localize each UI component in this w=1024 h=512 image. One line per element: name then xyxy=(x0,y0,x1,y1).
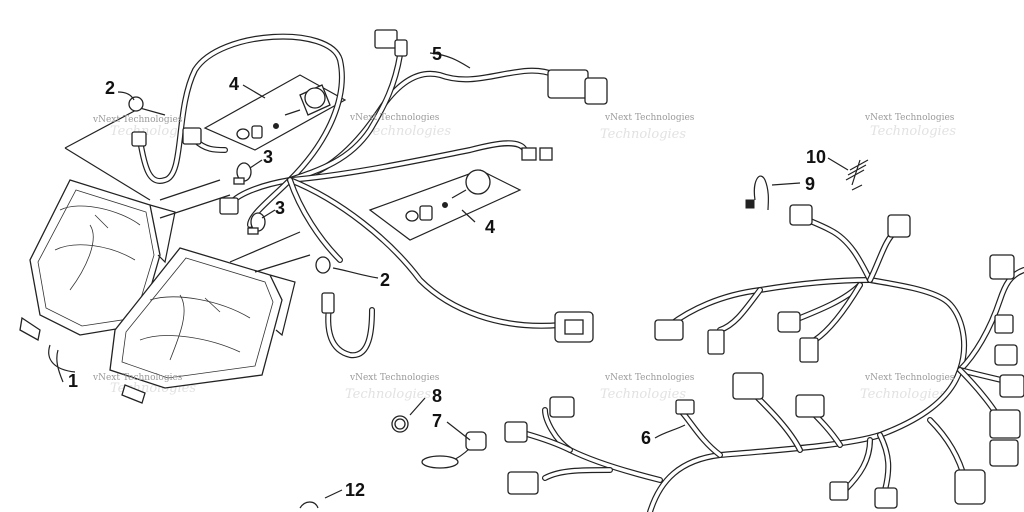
callout-3-lower: 3 xyxy=(275,198,285,218)
watermark-text: vNext Technologies xyxy=(604,113,695,123)
callout-5: 5 xyxy=(432,44,442,64)
watermark-shadow: Technologies xyxy=(345,387,431,402)
callout-labels: 1 2 2 3 3 4 4 5 6 7 8 9 10 12 xyxy=(68,44,826,500)
watermark-shadow: Technologies xyxy=(870,124,956,139)
part-7-boot xyxy=(421,431,487,469)
watermark-text: vNext Technologies xyxy=(864,113,955,123)
watermark-shadow: Technologies xyxy=(860,387,946,402)
main-harness xyxy=(504,204,1024,512)
callout-12: 12 xyxy=(345,480,365,500)
part-8-clip xyxy=(391,415,409,433)
callout-6: 6 xyxy=(641,428,651,448)
callout-2-lower: 2 xyxy=(380,270,390,290)
callout-4-upper: 4 xyxy=(229,74,239,94)
sockets xyxy=(128,96,331,274)
watermark-shadow: Technologies xyxy=(365,124,451,139)
watermark-text: vNext Technologies xyxy=(349,113,440,123)
part-12-clamp xyxy=(299,501,319,509)
callout-3-upper: 3 xyxy=(263,147,273,167)
callout-9: 9 xyxy=(805,174,815,194)
watermark-shadow: Technologies xyxy=(600,127,686,142)
watermarks: vNext Technologies vNext Technologies vN… xyxy=(92,113,955,383)
assembly-guides xyxy=(48,74,522,373)
callout-1: 1 xyxy=(68,371,78,391)
headlight-left xyxy=(19,179,176,342)
callout-8: 8 xyxy=(432,386,442,406)
part-10-spring xyxy=(845,159,869,191)
bulbs xyxy=(233,162,266,235)
callout-2-upper: 2 xyxy=(105,78,115,98)
headlight-harness xyxy=(131,29,608,359)
callout-4-lower: 4 xyxy=(485,217,495,237)
bulb-assembly-upper xyxy=(236,84,331,140)
leader-lines xyxy=(56,52,849,499)
bulb-assembly-lower xyxy=(405,169,491,222)
headlight-right xyxy=(109,247,296,404)
watermark-shadow: Technologies xyxy=(600,387,686,402)
watermark-text: vNext Technologies xyxy=(349,373,440,383)
callout-10: 10 xyxy=(806,147,826,167)
watermark-shadows: Technologies Technologies Technologies T… xyxy=(110,124,956,402)
part-9-tie xyxy=(745,175,769,211)
watermark-text: vNext Technologies xyxy=(864,373,955,383)
watermark-text: vNext Technologies xyxy=(92,115,183,125)
watermark-text: vNext Technologies xyxy=(92,373,183,383)
callout-7: 7 xyxy=(432,411,442,431)
watermark-text: vNext Technologies xyxy=(604,373,695,383)
